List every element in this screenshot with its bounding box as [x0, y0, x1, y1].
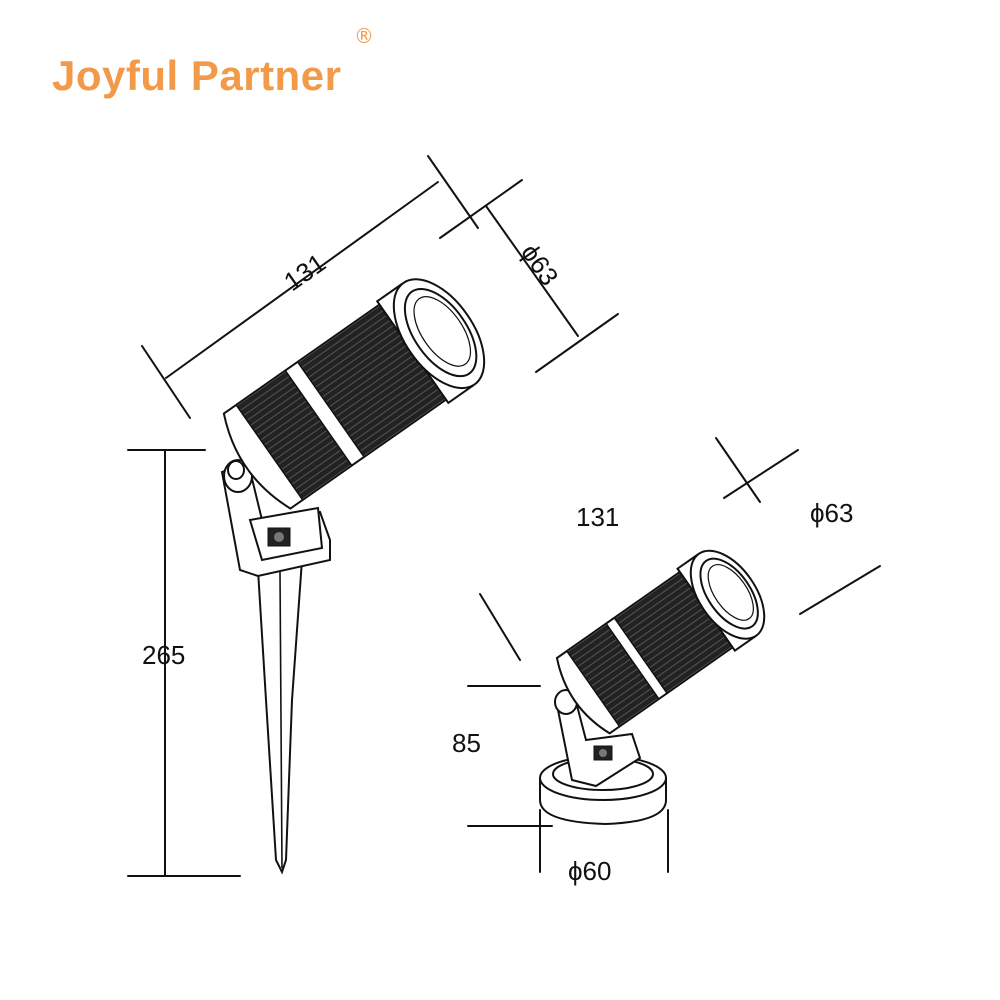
spike-light-body	[222, 278, 486, 510]
registered-mark: ®	[354, 24, 374, 48]
length-label: 131	[278, 247, 331, 296]
bracket-bolt-icon	[267, 527, 291, 547]
base-bolt-icon	[593, 745, 613, 761]
base-light-body	[555, 549, 766, 735]
base-length-label: 131	[576, 502, 619, 532]
base-diameter-dimension	[723, 449, 881, 615]
base-length-dimension	[479, 437, 761, 661]
base-width-dimension	[539, 809, 669, 873]
base-height-dimension	[467, 685, 553, 827]
brand-logo: Joyful Partner	[52, 52, 342, 99]
diameter-dimension	[439, 179, 619, 373]
pivot-knob	[223, 459, 253, 493]
base-width-label: ϕ60	[568, 856, 611, 886]
diameter-label: ϕ63	[515, 238, 565, 291]
base-diameter-label: ϕ63	[810, 498, 853, 528]
base-height-label: 85	[452, 728, 481, 758]
ground-spike	[256, 558, 304, 875]
height-dimension	[127, 449, 241, 877]
spike-light-drawing: 131 ϕ63 265	[127, 155, 619, 877]
base-light-drawing: 131 ϕ63 85 ϕ60	[452, 437, 881, 886]
height-label: 265	[142, 640, 185, 670]
